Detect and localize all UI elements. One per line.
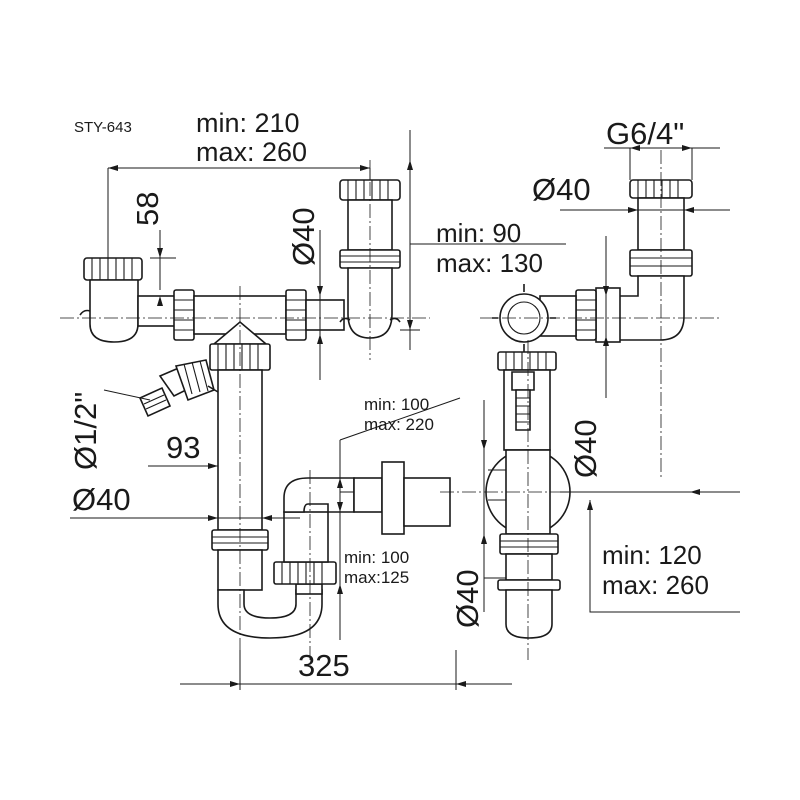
connector-label: Ø1/2" [68,392,103,470]
dimension-labels: STY-643 min: 210 max: 260 58 Ø40 min: 90… [68,108,709,683]
diameter-left-label: Ø40 [72,482,131,517]
outlet-offset-min: min: 90 [436,218,521,248]
dimension-lines [70,130,740,690]
product-code: STY-643 [74,119,132,136]
depth-max: max: 260 [602,570,709,600]
basin-spacing-max: max: 260 [196,137,307,167]
side-93-label: 93 [166,430,200,465]
adjust-bottom-min: min: 100 [344,548,409,567]
p-trap-bend [217,461,451,639]
center-lines [60,150,720,660]
side-outlet-fitting [492,179,693,451]
adjust-top-min: min: 100 [364,395,429,414]
left-basin-outlet [79,257,345,343]
basin-spacing-min: min: 210 [196,108,300,138]
thread-label: G6/4" [606,116,684,151]
adjust-top-max: max: 220 [364,415,434,434]
height-58-label: 58 [130,192,165,226]
outlet-offset-max: max: 130 [436,248,543,278]
diameter-bottom-label: Ø40 [450,569,485,628]
adjust-bottom-max: max:125 [344,568,409,587]
front-view [79,179,451,639]
diameter-upper-label: Ø40 [286,207,321,266]
appliance-connector [138,359,219,418]
width-325-label: 325 [298,648,350,683]
depth-min: min: 120 [602,540,702,570]
diameter-right-side-label: Ø40 [568,419,603,478]
diameter-right-top-label: Ø40 [532,172,591,207]
